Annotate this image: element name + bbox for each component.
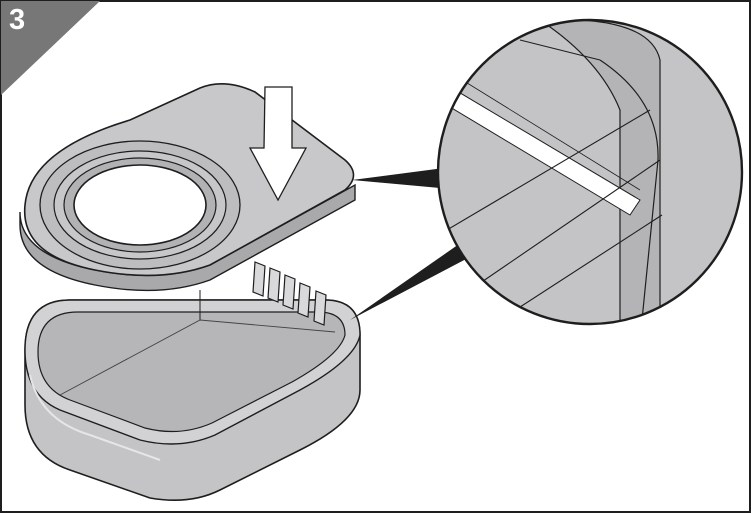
center-opening [73, 164, 207, 246]
step-number: 3 [9, 4, 26, 36]
latch-teeth [252, 261, 327, 326]
base-tray [24, 261, 361, 502]
step-badge [1, 1, 100, 95]
callout-leaders [350, 168, 468, 320]
detail-magnifier [436, 18, 744, 326]
down-arrow-icon [248, 86, 308, 202]
